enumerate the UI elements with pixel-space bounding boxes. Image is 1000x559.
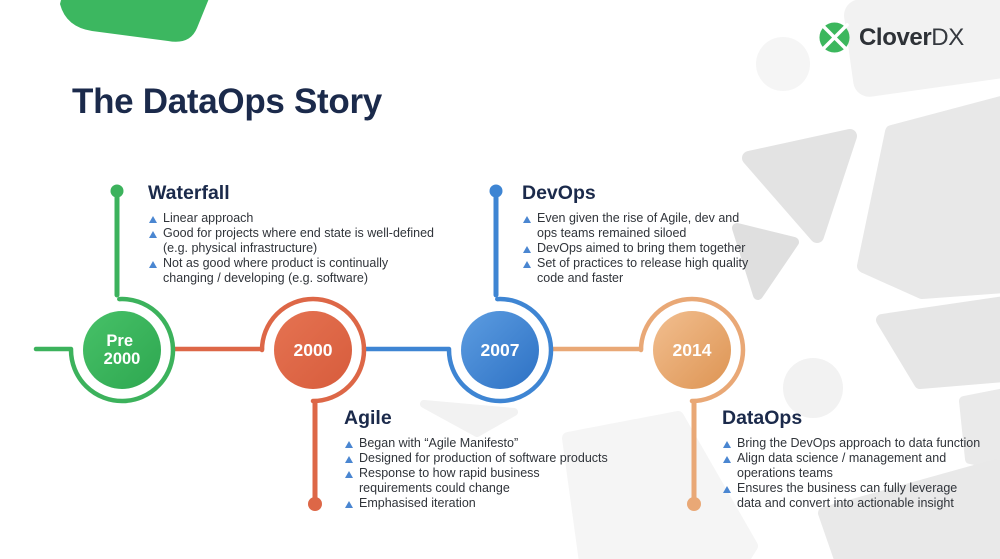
bullet-line: Good for projects where end state is wel… bbox=[163, 226, 434, 240]
clover-icon bbox=[819, 22, 850, 53]
bullet-line: (e.g. physical infrastructure) bbox=[163, 241, 318, 255]
triangle-bullet-icon bbox=[723, 455, 731, 463]
section-agile: Agile Began with “Agile Manifesto” Desig… bbox=[344, 406, 608, 511]
decor-shape bbox=[876, 296, 1000, 389]
green-corner-shape bbox=[60, 0, 209, 42]
bullet-line: Emphasised iteration bbox=[359, 496, 476, 510]
bullet-item: Align data science / management and oper… bbox=[722, 451, 980, 481]
section-title-agile: Agile bbox=[344, 407, 392, 429]
agile-stem-dot bbox=[308, 497, 322, 511]
2007-ring bbox=[446, 296, 554, 404]
bullet-item: Linear approach bbox=[148, 211, 434, 226]
page-title: The DataOps Story bbox=[72, 82, 382, 121]
section-devops: DevOps Even given the rise of Agile, dev… bbox=[522, 181, 748, 286]
triangle-bullet-icon bbox=[345, 440, 353, 448]
decor-shape bbox=[756, 37, 810, 91]
bullet-line: Bring the DevOps approach to data functi… bbox=[737, 436, 981, 450]
bullet-item: Bring the DevOps approach to data functi… bbox=[722, 436, 980, 451]
waterfall-stem-dot bbox=[110, 184, 124, 198]
bullet-line: changing / developing (e.g. software) bbox=[163, 271, 368, 285]
triangle-bullet-icon bbox=[723, 485, 731, 493]
triangle-bullet-icon bbox=[149, 260, 157, 268]
2000-ring bbox=[259, 296, 367, 404]
bullet-line: Not as good where product is continually bbox=[163, 256, 389, 270]
section-title-dataops: DataOps bbox=[722, 407, 803, 429]
bullet-line: ops teams remained siloed bbox=[537, 226, 687, 240]
year-circle-2000 bbox=[274, 311, 352, 389]
bullet-line: requirements could change bbox=[359, 481, 510, 495]
dataops-stem-dot bbox=[687, 497, 701, 511]
2014-ring bbox=[638, 296, 746, 404]
logo-text-dx: DX bbox=[931, 23, 964, 51]
year-label-2014: 2014 bbox=[673, 340, 712, 360]
bullet-line: Align data science / management and bbox=[737, 451, 947, 465]
year-label-pre-2000: Pre 2000 bbox=[104, 332, 141, 368]
triangle-bullet-icon bbox=[345, 470, 353, 478]
triangle-bullet-icon bbox=[523, 215, 531, 223]
decor-shape bbox=[857, 96, 1000, 299]
bullet-item: Designed for production of software prod… bbox=[344, 451, 608, 466]
agile-bullet-list: Began with “Agile Manifesto” Designed fo… bbox=[344, 436, 608, 511]
bullet-item: Began with “Agile Manifesto” bbox=[344, 436, 608, 451]
dataops-bullet-list: Bring the DevOps approach to data functi… bbox=[722, 436, 980, 511]
triangle-bullet-icon bbox=[345, 455, 353, 463]
bullet-item: Ensures the business can fully leverage … bbox=[722, 481, 980, 511]
bullet-item: Even given the rise of Agile, dev and op… bbox=[522, 211, 748, 241]
section-title-devops: DevOps bbox=[522, 182, 596, 204]
bullet-line: Response to how rapid business bbox=[359, 466, 540, 480]
bullet-item: Response to how rapid business requireme… bbox=[344, 466, 608, 496]
bullet-line: DevOps aimed to bring them together bbox=[537, 241, 746, 255]
bullet-line: operations teams bbox=[737, 466, 833, 480]
bullet-line: Began with “Agile Manifesto” bbox=[359, 436, 519, 450]
bullet-line: Set of practices to release high quality bbox=[537, 256, 749, 270]
triangle-bullet-icon bbox=[523, 245, 531, 253]
triangle-bullet-icon bbox=[523, 260, 531, 268]
year-circle-pre-2000 bbox=[83, 311, 161, 389]
bullet-line: Even given the rise of Agile, dev and bbox=[537, 211, 740, 225]
bullet-line: code and faster bbox=[537, 271, 624, 285]
triangle-bullet-icon bbox=[149, 215, 157, 223]
triangle-bullet-icon bbox=[149, 230, 157, 238]
waterfall-bullet-list: Linear approach Good for projects where … bbox=[148, 211, 434, 286]
year-circle-2014 bbox=[653, 311, 731, 389]
triangle-bullet-icon bbox=[345, 500, 353, 508]
year-label-2007: 2007 bbox=[481, 340, 520, 360]
devops-stem-dot bbox=[489, 184, 503, 198]
devops-bullet-list: Even given the rise of Agile, dev and op… bbox=[522, 211, 748, 286]
bullet-item: Set of practices to release high quality… bbox=[522, 256, 748, 286]
bullet-line: Linear approach bbox=[163, 211, 254, 225]
bullet-line: Designed for production of software prod… bbox=[359, 451, 608, 465]
bullet-item: Good for projects where end state is wel… bbox=[148, 226, 434, 256]
bullet-line: data and convert into actionable insight bbox=[737, 496, 954, 510]
bullet-item: DevOps aimed to bring them together bbox=[522, 241, 748, 256]
section-waterfall: Waterfall Linear approach Good for proje… bbox=[148, 181, 434, 286]
triangle-bullet-icon bbox=[723, 440, 731, 448]
bullet-item: Emphasised iteration bbox=[344, 496, 608, 511]
decor-shape bbox=[742, 129, 857, 243]
year-circle-2007 bbox=[461, 311, 539, 389]
bullet-item: Not as good where product is continually… bbox=[148, 256, 434, 286]
logo-text-clover: Clover bbox=[859, 23, 932, 51]
bullet-line: Ensures the business can fully leverage bbox=[737, 481, 958, 495]
year-label-2000: 2000 bbox=[294, 340, 333, 360]
pre-2000-ring bbox=[68, 296, 176, 404]
section-title-waterfall: Waterfall bbox=[148, 182, 230, 204]
section-dataops: DataOps Bring the DevOps approach to dat… bbox=[722, 406, 980, 511]
